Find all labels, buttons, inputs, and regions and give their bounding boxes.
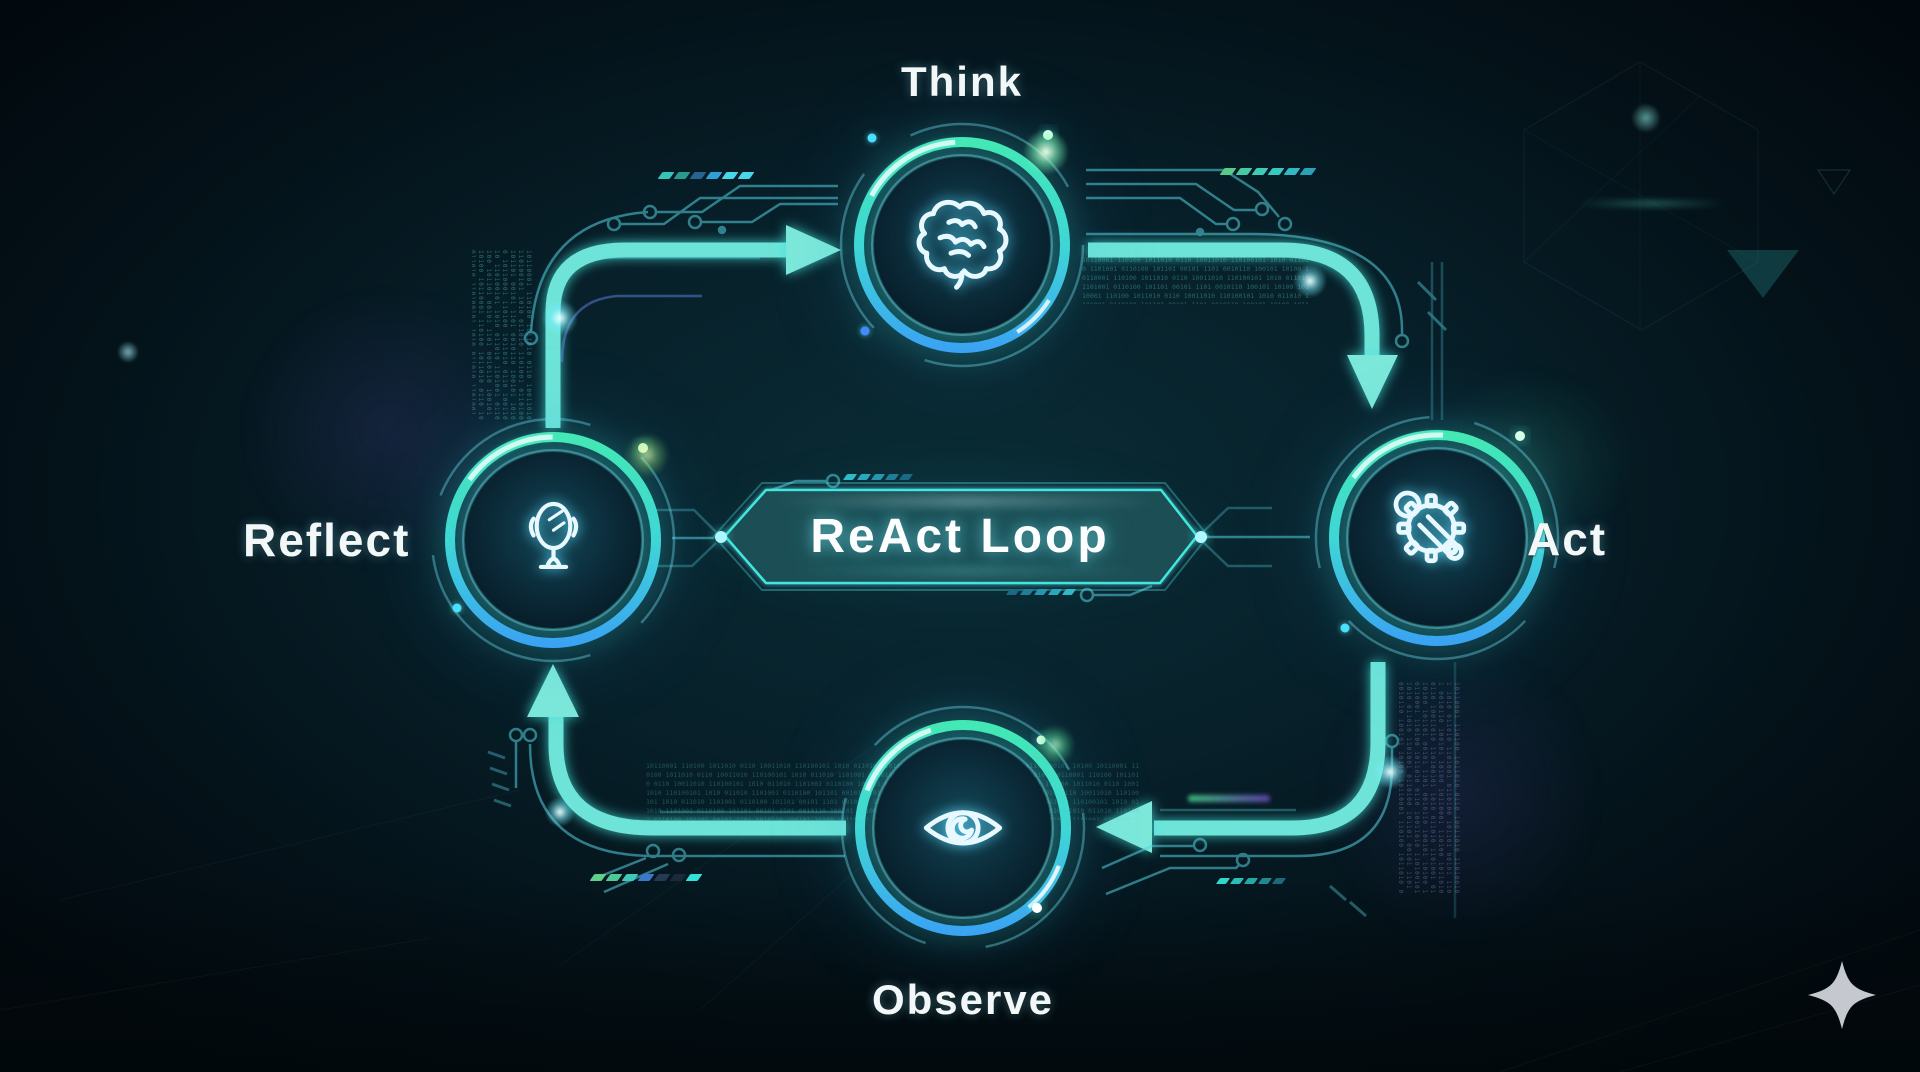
arrow-think-to-act — [1088, 242, 1380, 356]
reflect-label: Reflect — [243, 514, 411, 566]
arrow-observe-to-reflect — [548, 716, 846, 836]
arrowhead-up — [527, 664, 579, 717]
dash-strip-bottomright — [1215, 878, 1287, 884]
arrow-act-to-observe — [1154, 662, 1386, 836]
background-triangle — [1727, 250, 1799, 298]
node-think — [830, 113, 1094, 377]
dash-strip-hex-bottom — [1005, 589, 1077, 595]
act-label: Act — [1527, 513, 1608, 565]
background-mesh — [1523, 61, 1759, 331]
dash-strip-topleft — [657, 172, 755, 179]
center-badge-label: ReAct Loop — [810, 509, 1110, 563]
hex-right-dot — [1195, 531, 1207, 543]
arrow-reflect-to-think — [545, 242, 788, 428]
dash-strip-hex-top — [842, 474, 914, 480]
hexagon-badge — [712, 482, 1210, 591]
dash-strip-topright — [1219, 168, 1317, 175]
background-triangle-small — [1817, 169, 1851, 195]
node-observe — [831, 696, 1095, 960]
arrowhead-right — [786, 225, 841, 275]
brain-icon — [916, 199, 1009, 290]
center-badge: ReAct Loop — [720, 486, 1200, 586]
circuit-traces — [487, 168, 1457, 918]
blue-curve — [560, 294, 702, 363]
mirror-icon — [528, 501, 579, 570]
think-label: Think — [901, 58, 1023, 105]
sparkle-icon — [1808, 961, 1876, 1029]
hex-left-dot — [715, 531, 727, 543]
gear-wrench-icon — [1393, 490, 1467, 564]
eye-icon — [923, 810, 1003, 846]
floor-lines — [0, 741, 1920, 1072]
dash-strip-bottomleft — [589, 874, 703, 881]
observe-label: Observe — [871, 976, 1055, 1023]
arrowhead-left — [1096, 801, 1152, 853]
node-reflect — [421, 408, 685, 672]
loop-arrowheads — [527, 225, 1398, 853]
node-act — [1305, 406, 1569, 670]
arrowhead-down — [1347, 355, 1398, 409]
